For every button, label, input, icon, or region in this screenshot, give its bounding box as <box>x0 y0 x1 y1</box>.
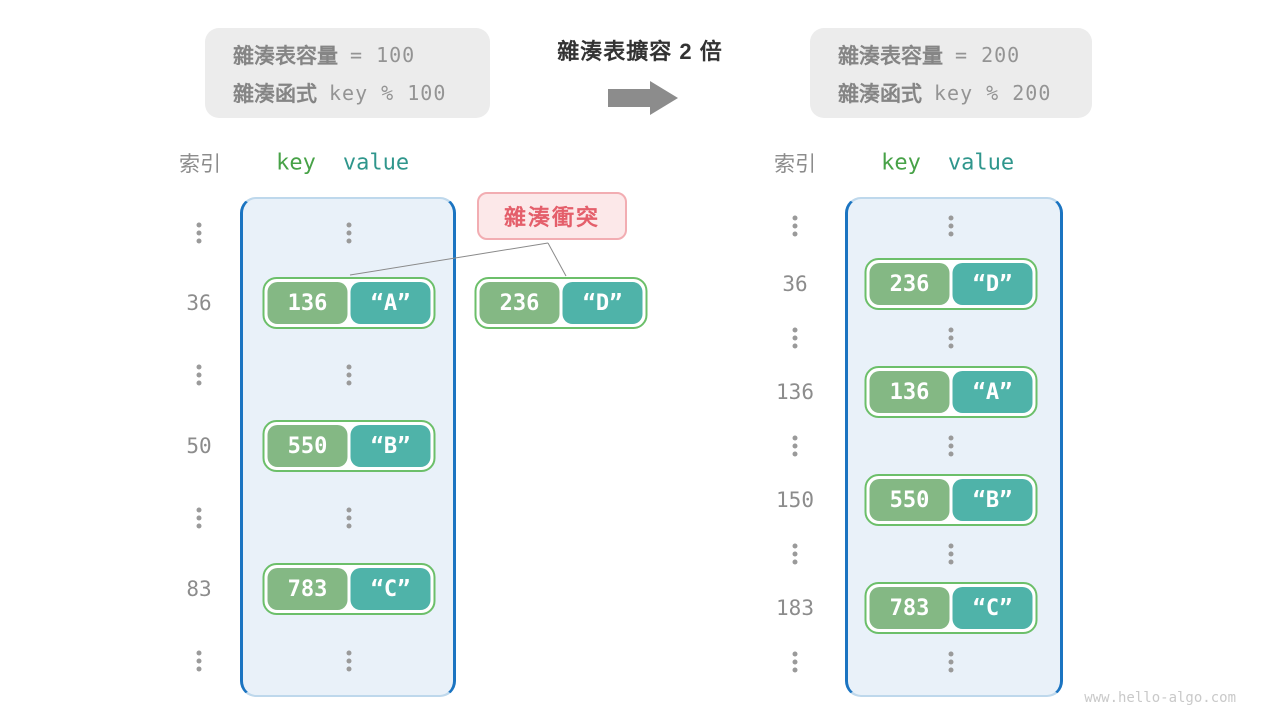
bucket-pair: 783 “C” <box>864 582 1038 634</box>
ellipsis-dots <box>196 650 202 672</box>
index-label: 83 <box>186 577 212 601</box>
ellipsis-dots <box>792 543 798 565</box>
index-label: 36 <box>782 272 808 296</box>
expansion-title: 雜湊表擴容 2 倍 <box>557 39 723 64</box>
ellipsis-dots <box>948 651 954 673</box>
capacity-line: 雜湊表容量 = 100 <box>233 36 490 74</box>
hash-function-line: 雜湊函式 key % 200 <box>838 74 1092 112</box>
collision-badge: 雜湊衝突 <box>477 192 627 240</box>
watermark: www.hello-algo.com <box>1084 690 1236 706</box>
ellipsis-dots <box>346 507 352 529</box>
index-label: 150 <box>776 488 814 512</box>
value-cell: “A” <box>350 282 431 324</box>
value-cell: “B” <box>350 425 431 467</box>
key-cell: 236 <box>479 282 560 324</box>
bucket-pair: 550 “B” <box>262 420 436 472</box>
ellipsis-dots <box>196 364 202 386</box>
capacity-line: 雜湊表容量 = 200 <box>838 36 1092 74</box>
ellipsis-dots <box>948 435 954 457</box>
value-header-right: value <box>947 150 1015 176</box>
key-cell: 550 <box>869 479 950 521</box>
capacity-label: 雜湊表容量 <box>233 45 338 68</box>
bucket-pair: 136 “A” <box>262 277 436 329</box>
bucket-pair: 783 “C” <box>262 563 436 615</box>
value-cell: “C” <box>350 568 431 610</box>
capacity-box-after: 雜湊表容量 = 200 雜湊函式 key % 200 <box>810 28 1092 118</box>
value-cell: “C” <box>952 587 1033 629</box>
hash-function-value: key % 100 <box>329 81 447 105</box>
key-cell: 236 <box>869 263 950 305</box>
ellipsis-dots <box>346 364 352 386</box>
key-header-left: key <box>276 150 316 176</box>
capacity-box-before: 雜湊表容量 = 100 雜湊函式 key % 100 <box>205 28 490 118</box>
ellipsis-dots <box>196 507 202 529</box>
capacity-value: = 200 <box>955 43 1021 67</box>
value-header-left: value <box>342 150 410 176</box>
capacity-value: = 100 <box>350 43 416 67</box>
ellipsis-dots <box>346 222 352 244</box>
index-header-right: 索引 <box>774 153 816 176</box>
ellipsis-dots <box>196 222 202 244</box>
hash-function-value: key % 200 <box>934 81 1052 105</box>
index-label: 50 <box>186 434 212 458</box>
ellipsis-dots <box>948 215 954 237</box>
ellipsis-dots <box>792 215 798 237</box>
value-cell: “A” <box>952 371 1033 413</box>
value-cell: “D” <box>952 263 1033 305</box>
key-cell: 783 <box>869 587 950 629</box>
key-cell: 783 <box>267 568 348 610</box>
key-cell: 550 <box>267 425 348 467</box>
ellipsis-dots <box>792 435 798 457</box>
index-label: 136 <box>776 380 814 404</box>
index-label: 36 <box>186 291 212 315</box>
ellipsis-dots <box>346 650 352 672</box>
index-label: 183 <box>776 596 814 620</box>
hash-function-label: 雜湊函式 <box>838 83 922 106</box>
ellipsis-dots <box>948 327 954 349</box>
hash-function-line: 雜湊函式 key % 100 <box>233 74 490 112</box>
ellipsis-dots <box>792 327 798 349</box>
ellipsis-dots <box>792 651 798 673</box>
bucket-pair: 136 “A” <box>864 366 1038 418</box>
capacity-label: 雜湊表容量 <box>838 45 943 68</box>
bucket-pair: 236 “D” <box>864 258 1038 310</box>
collision-bucket-pair: 236 “D” <box>474 277 648 329</box>
value-cell: “D” <box>562 282 643 324</box>
expansion-arrow-icon <box>608 81 678 115</box>
index-header-left: 索引 <box>179 153 221 176</box>
key-header-right: key <box>881 150 921 176</box>
value-cell: “B” <box>952 479 1033 521</box>
hash-function-label: 雜湊函式 <box>233 83 317 106</box>
ellipsis-dots <box>948 543 954 565</box>
key-cell: 136 <box>869 371 950 413</box>
bucket-pair: 550 “B” <box>864 474 1038 526</box>
key-cell: 136 <box>267 282 348 324</box>
